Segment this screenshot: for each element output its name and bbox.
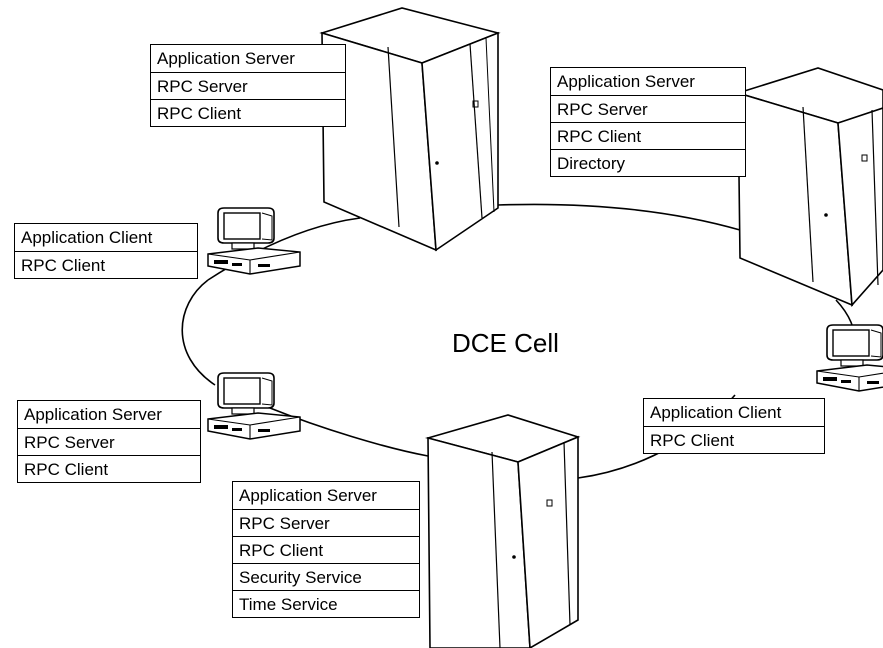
service-label: RPC Client	[233, 536, 419, 563]
service-label: Application Server	[157, 49, 295, 68]
server-right-cabinet	[735, 67, 883, 307]
workstation-right-services: Application Client RPC Client	[643, 398, 825, 454]
service-label: Application Server	[24, 405, 162, 424]
workstation-left-top-services: Application Client RPC Client	[14, 223, 198, 279]
service-label: RPC Server	[18, 428, 200, 455]
service-label: Application Client	[21, 228, 153, 247]
dce-cell-label: DCE Cell	[452, 328, 559, 358]
service-label: RPC Server	[233, 509, 419, 536]
service-label: RPC Client	[644, 426, 824, 453]
service-label: RPC Server	[151, 72, 345, 99]
service-label: RPC Client	[18, 455, 200, 482]
service-label: RPC Client	[15, 251, 197, 278]
service-label: RPC Server	[551, 95, 745, 122]
service-label: Time Service	[233, 590, 419, 617]
workstation-left-top-icon	[207, 207, 301, 275]
service-label: Security Service	[233, 563, 419, 590]
workstation-left-bottom-services: Application Server RPC Server RPC Client	[17, 400, 201, 483]
server-bottom-cabinet	[425, 414, 581, 648]
workstation-left-bottom-icon	[207, 372, 301, 440]
server-top-services: Application Server RPC Server RPC Client	[150, 44, 346, 127]
server-bottom-services: Application Server RPC Server RPC Client…	[232, 481, 420, 618]
service-label: RPC Client	[151, 99, 345, 126]
service-label: RPC Client	[551, 122, 745, 149]
server-top-cabinet	[319, 7, 501, 252]
service-label: Application Client	[650, 403, 782, 422]
service-label: Application Server	[239, 486, 377, 505]
service-label: Directory	[551, 149, 745, 176]
server-right-services: Application Server RPC Server RPC Client…	[550, 67, 746, 177]
workstation-right-icon	[816, 324, 883, 392]
service-label: Application Server	[557, 72, 695, 91]
